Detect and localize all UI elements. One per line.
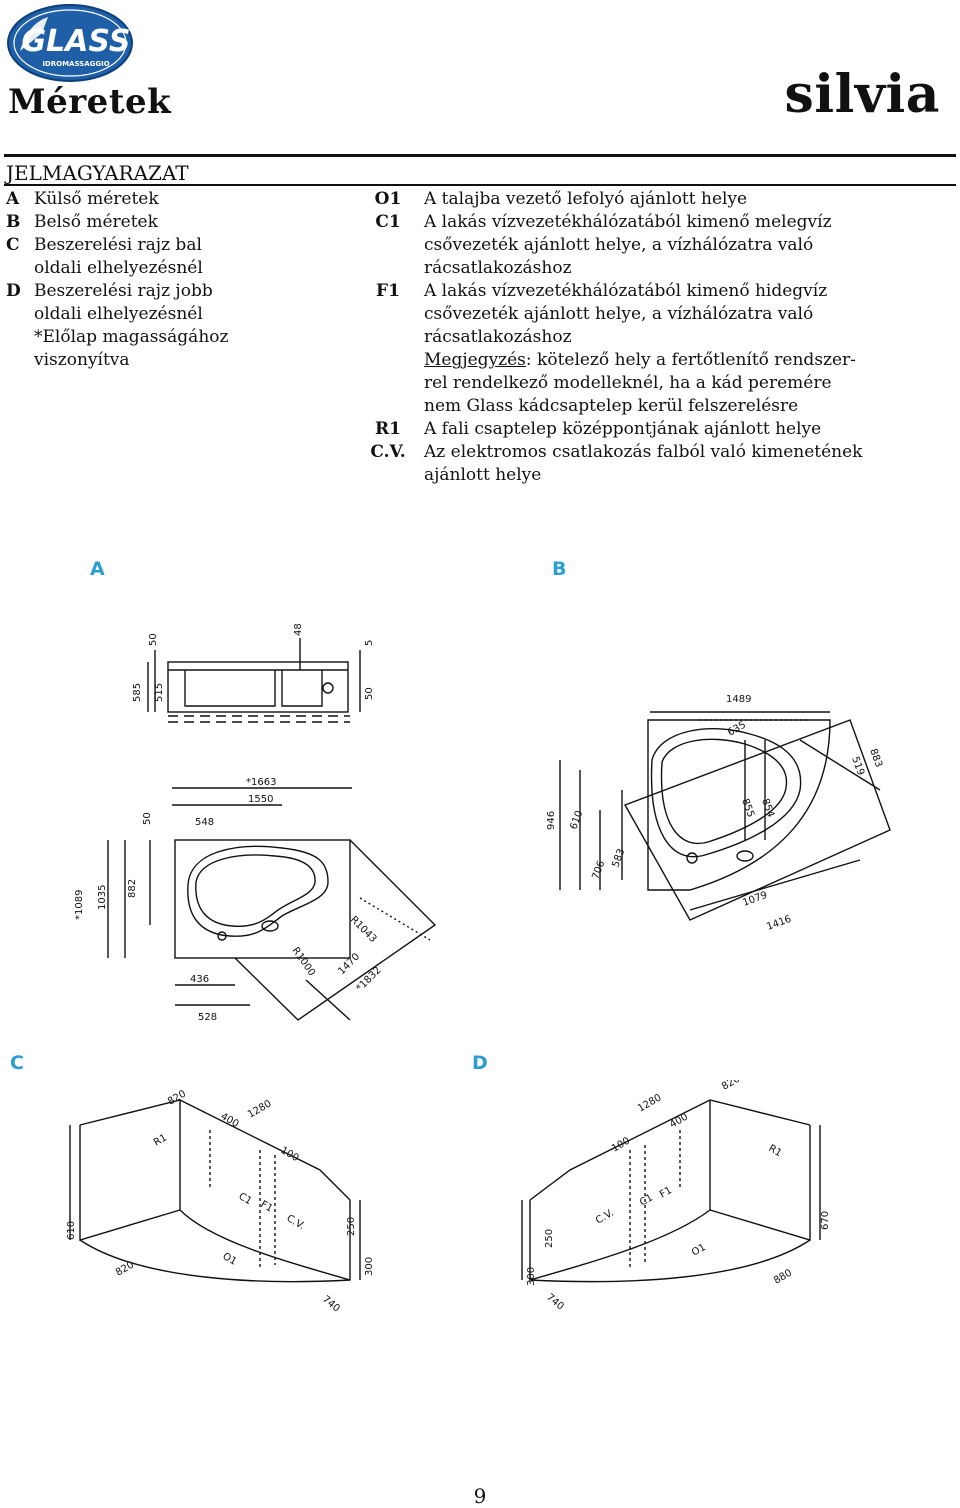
legend-left-column: A Külső méretek B Belső méretek C Beszer… bbox=[6, 188, 346, 372]
drawing-label-a: A bbox=[90, 558, 105, 580]
dim-d-1: 820 bbox=[720, 1080, 742, 1093]
dim-a-10: *1089 bbox=[74, 890, 85, 920]
legend-item-b: B Belső méretek bbox=[6, 212, 158, 232]
dim-b-2: 883 bbox=[867, 747, 884, 769]
legend-rule bbox=[4, 184, 956, 186]
dim-d-9: 300 bbox=[526, 1267, 537, 1286]
legend-item-c1: C1 A lakás vízvezetékhálózatából kimenő … bbox=[375, 212, 832, 278]
dim-c-8: C.V. bbox=[285, 1213, 307, 1232]
dim-d-12: 670 bbox=[820, 1211, 831, 1230]
dim-a-7: 1550 bbox=[248, 794, 273, 805]
dim-c-7: F1 bbox=[259, 1199, 275, 1215]
legend-item-a: A Külső méretek bbox=[6, 189, 159, 209]
dim-d-2: 400 bbox=[668, 1112, 690, 1131]
dim-a-6: *1663 bbox=[246, 777, 276, 788]
dim-a-14: R1000 bbox=[290, 945, 318, 978]
dim-b-8: 706 bbox=[590, 859, 607, 881]
legend-title: JELMAGYARAZAT bbox=[6, 161, 189, 185]
dim-a-4: 515 bbox=[154, 683, 165, 702]
dim-a-5: 50 bbox=[364, 687, 375, 700]
dim-a-12: 882 bbox=[127, 879, 138, 898]
dim-a-2: 5 bbox=[364, 640, 375, 646]
legend-item-o1: O1 A talajba vezető lefolyó ajánlott hel… bbox=[374, 189, 748, 209]
dim-a-11: 1035 bbox=[97, 885, 108, 910]
dim-d-0: 1280 bbox=[636, 1092, 664, 1114]
dim-c-0: 820 bbox=[166, 1089, 188, 1108]
drawing-d-right-installation: 1280 820 400 100 R1 C1 F1 C.V. 250 300 7… bbox=[521, 1080, 831, 1313]
legend-right-column: O1 A talajba vezető lefolyó ajánlott hel… bbox=[352, 188, 952, 487]
dim-c-3: 100 bbox=[279, 1145, 301, 1164]
dim-b-6: 855 bbox=[739, 797, 756, 819]
dim-a-16: *1832 bbox=[354, 965, 383, 994]
dim-c-1: 400 bbox=[219, 1111, 241, 1130]
glass-logo: GLASS IDROMASSAGGIO bbox=[7, 4, 133, 82]
dim-c-11: 820 bbox=[114, 1260, 136, 1279]
dim-c-9: 250 bbox=[346, 1217, 357, 1236]
dim-d-7: C.V. bbox=[594, 1208, 616, 1227]
page-number: 9 bbox=[473, 1484, 487, 1508]
page-title: Méretek bbox=[8, 82, 172, 122]
dim-b-11: 1416 bbox=[765, 914, 793, 933]
dim-c-6: C1 bbox=[237, 1191, 254, 1207]
legend-item-note: Megjegyzés: kötelező hely a fertőtlenítő… bbox=[424, 350, 856, 416]
legend-item-c: C Beszerelési rajz bal oldali elhelyezés… bbox=[6, 235, 203, 278]
svg-text:IDROMASSAGGIO: IDROMASSAGGIO bbox=[42, 60, 109, 68]
dim-c-5: 610 bbox=[66, 1221, 77, 1240]
dim-b-10: 1079 bbox=[741, 890, 769, 909]
dim-d-10: 740 bbox=[544, 1292, 566, 1313]
dim-a-9: 548 bbox=[195, 817, 214, 828]
dim-d-8: 250 bbox=[544, 1229, 555, 1248]
dim-c-12: 740 bbox=[320, 1294, 342, 1315]
dim-d-11: 880 bbox=[772, 1268, 794, 1287]
legend-item-cv: C.V. Az elektromos csatlakozás falból va… bbox=[370, 442, 863, 485]
dim-d-4: R1 bbox=[767, 1143, 784, 1159]
dim-a-17: 436 bbox=[190, 974, 209, 985]
dim-b-9: 854 bbox=[759, 797, 776, 819]
header-rule bbox=[4, 154, 956, 157]
dim-c-4: R1 bbox=[152, 1132, 169, 1148]
dim-a-3: 585 bbox=[132, 683, 143, 702]
dim-a-15: 1470 bbox=[336, 951, 362, 977]
drawing-label-c: C bbox=[10, 1052, 24, 1074]
dim-c-10: 300 bbox=[364, 1257, 375, 1276]
dim-a-8: 50 bbox=[142, 812, 153, 825]
dim-d-13: O1 bbox=[690, 1242, 708, 1259]
drawing-c-left-installation: 820 400 1280 100 R1 610 C1 F1 C.V. 250 3… bbox=[66, 1089, 375, 1315]
model-name: silvia bbox=[784, 64, 940, 125]
drawing-a-external-dimensions: 50 48 5 585 515 50 *1663 1550 50 548 *10… bbox=[74, 623, 437, 1023]
dim-a-0: 50 bbox=[148, 633, 159, 646]
dim-d-3: 100 bbox=[610, 1136, 632, 1155]
legend-item-d: D Beszerelési rajz jobb oldali elhelyezé… bbox=[6, 281, 229, 370]
dim-a-13: R1043 bbox=[348, 914, 379, 945]
drawing-b-internal-dimensions: 1489 635 883 519 946 610 855 583 706 854… bbox=[546, 694, 891, 933]
legend-item-r1: R1 A fali csaptelep középpontjának ajánl… bbox=[375, 419, 822, 439]
dim-b-7: 583 bbox=[610, 847, 627, 869]
dim-b-1: 635 bbox=[726, 720, 748, 739]
dim-b-5: 610 bbox=[568, 809, 585, 831]
dim-a-1: 48 bbox=[293, 623, 304, 636]
dim-d-5: C1 bbox=[638, 1192, 655, 1208]
dim-b-0: 1489 bbox=[726, 694, 751, 705]
dim-c-13: O1 bbox=[221, 1251, 239, 1268]
svg-text:GLASS: GLASS bbox=[21, 24, 130, 59]
drawing-label-d: D bbox=[472, 1052, 488, 1074]
dim-c-2: 1280 bbox=[246, 1098, 274, 1120]
dim-b-4: 946 bbox=[546, 811, 557, 830]
legend-item-f1: F1 A lakás vízvezetékhálózatából kimenő … bbox=[376, 281, 828, 347]
drawing-label-b: B bbox=[552, 558, 567, 580]
dim-a-18: 528 bbox=[198, 1012, 217, 1023]
dim-d-6: F1 bbox=[658, 1185, 674, 1201]
